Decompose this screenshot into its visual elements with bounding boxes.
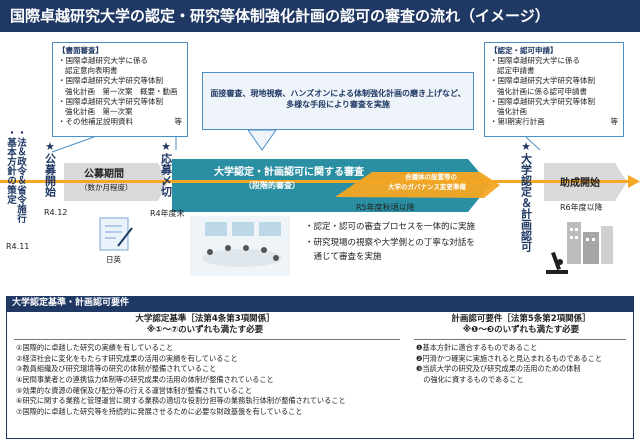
microscope-icon bbox=[546, 251, 568, 274]
left-vertical-line2: ・基本方針の策定 bbox=[4, 128, 16, 204]
nintei-header: 【認定・認可申請】 bbox=[490, 46, 558, 55]
right-criteria-item-2: ❷円滑かつ確実に実施されると見込まれるものであること bbox=[416, 353, 603, 363]
timeline-arrowhead bbox=[628, 175, 640, 188]
left-vertical-label: ・法＆政令＆省令施行 ・基本方針の策定 bbox=[4, 128, 26, 228]
nintei-item-7: ・第Ⅰ期実行計画 bbox=[490, 116, 545, 126]
right-criteria-item-1: ❶基本方針に適合するものであること bbox=[416, 343, 538, 352]
left-criteria-item-4: ④民間事業者との連携協力体制等の研究成果の活用の体制が整備されていること bbox=[16, 374, 274, 384]
shinsa-label: 大学認定・計画認可に関する審査 bbox=[214, 167, 364, 178]
left-divider bbox=[14, 339, 400, 340]
left-criteria-item-2: ②経済社会に変化をもたらす研究成果の活用の実績を有していること bbox=[16, 353, 238, 363]
bullet-3: 通じて審査を実施 bbox=[305, 252, 382, 262]
right-criteria-title: 計画認可要件［法第5条第2項関係］ ※❶～❸のいずれも満たす必要 bbox=[412, 314, 630, 336]
nintei-shinsei-box: 【認定・認可申請】 ・国際卓越研究大学に係る 認定申請書 ・国際卓越研究大学研究… bbox=[484, 42, 624, 137]
left-criteria-item-5: ⑤効果的な資源の確保及び配分等の行える運営体制が整備されていること bbox=[16, 385, 253, 395]
josei-start-label: 助成開始 bbox=[560, 178, 600, 189]
koubo-start-date: R4.12 bbox=[44, 208, 68, 217]
nintei-label: ★大学認定＆計画認可 bbox=[519, 140, 533, 252]
shorui-item-6: 強化計画 第一次案 bbox=[65, 106, 133, 116]
governance-line1: 合議体の設置等の bbox=[405, 173, 457, 181]
shorui-header: 【書面審査】 bbox=[58, 46, 103, 55]
koubo-start-label: ★公募開始 bbox=[43, 140, 57, 197]
left-criteria-item-7: ⑦国際的に卓越した研究等を持続的に発展させるために必要な財政基盤を有していること bbox=[16, 406, 303, 416]
governance-band bbox=[335, 172, 500, 198]
document-icon bbox=[99, 217, 133, 251]
shorui-item-7: ・その他補足説明資料 bbox=[58, 116, 133, 126]
nintei-item-4: 強化計画に係る認可申請書 bbox=[497, 86, 587, 96]
bullet-2: ・研究現場の視察や大学側との丁寧な対話を bbox=[305, 238, 475, 248]
josei-start-date: R6年度以降 bbox=[560, 203, 603, 212]
bullet-1: ・認定・認可の審査プロセスを一体的に実施 bbox=[305, 222, 476, 232]
shinsa-sub: （段階的審査） bbox=[244, 181, 300, 190]
nintei-tail: 等 bbox=[610, 116, 619, 126]
shorui-item-3: ・国際卓越研究大学研究等体制 bbox=[58, 76, 163, 86]
timeline-diagram bbox=[0, 129, 640, 276]
right-criteria-title1: 計画認可要件［法第5条第2項関係］ bbox=[451, 314, 591, 324]
shorui-item-2: 認定意向表明書 bbox=[65, 66, 118, 76]
nintei-item-5: ・国際卓越研究大学研究等体制 bbox=[490, 96, 595, 106]
left-criteria-item-6: ⑥研究に関する業務と管理運営に関する業務の適切な役割分担等の業務執行体制が整備さ… bbox=[16, 396, 346, 406]
oubo-shimekiri-label: ★応募〆切 bbox=[159, 140, 173, 197]
timeline-line bbox=[0, 180, 630, 183]
left-criteria-title1: 大学認定基準［法第4条第3項関係］ bbox=[135, 314, 275, 324]
shorui-tail: 等 bbox=[174, 116, 183, 126]
multi-method-box: 面接審査、現地視察、ハンズオンによる体制強化計画の磨き上げなど、 多様な手段によ… bbox=[202, 72, 474, 130]
requirements-body bbox=[6, 311, 634, 439]
multi-line2: 多様な手段により審査を実施 bbox=[286, 99, 390, 109]
r5-date: R5年度秋頃以降 bbox=[356, 203, 415, 212]
governance-line2: 大学のガバナンス変更準備 bbox=[388, 183, 466, 191]
left-vertical-line1: ・法＆政令＆省令施行 bbox=[14, 128, 26, 223]
university-building-icon bbox=[567, 222, 613, 264]
left-criteria-list: ①国際的に卓越した研究の実績を有していること ②経済社会に変化をもたらす研究成果… bbox=[16, 343, 406, 418]
oubo-shimekiri-date: R4年度末 bbox=[150, 209, 185, 218]
right-divider bbox=[414, 339, 626, 340]
nintei-item-2: 認定申請書 bbox=[497, 66, 535, 76]
left-criteria-title2: ※①～⑦のいずれも満たす必要 bbox=[146, 325, 264, 336]
left-criteria-item-1: ①国際的に卓越した研究の実績を有していること bbox=[16, 343, 174, 352]
right-criteria-item-4: の強化に資するものであること bbox=[416, 374, 524, 384]
left-criteria-title: 大学認定基準［法第4条第3項関係］ ※①～⑦のいずれも満たす必要 bbox=[60, 314, 350, 336]
shorui-item-5: ・国際卓越研究大学研究等体制 bbox=[58, 96, 163, 106]
right-criteria-list: ❶基本方針に適合するものであること ❷円滑かつ確実に実施されると見込まれるもので… bbox=[416, 343, 630, 386]
nintei-item-6: 強化計画 bbox=[497, 106, 527, 116]
nintei-item-1: ・国際卓越研究大学に係る bbox=[490, 56, 580, 66]
requirements-header: 大学認定基準・計画認可要件 bbox=[6, 296, 634, 311]
left-vertical-date: R4.11 bbox=[6, 242, 30, 251]
nintei-item-3: ・国際卓越研究大学研究等体制 bbox=[490, 76, 595, 86]
left-criteria-item-3: ③教員組織及び研究環境等の研究の体制が整備されていること bbox=[16, 364, 217, 374]
right-criteria-title2: ※❶～❸のいずれも満たす必要 bbox=[462, 325, 580, 336]
meeting-illustration-icon bbox=[190, 216, 290, 276]
nikkan-label: 日英 bbox=[106, 255, 121, 264]
koubo-kikan-sub: （数か月程度） bbox=[80, 183, 133, 192]
shorui-item-1: ・国際卓越研究大学に係る bbox=[58, 56, 148, 66]
koubo-kikan-label: 公募期間 bbox=[84, 169, 124, 180]
right-criteria-item-3: ❸当該大学の研究及び研究成果の活用のための体制 bbox=[416, 364, 581, 374]
multi-line1: 面接審査、現地視察、ハンズオンによる体制強化計画の磨き上げなど、 bbox=[210, 89, 466, 98]
shorui-item-4: 強化計画 第一次案 概要・動画 bbox=[65, 86, 178, 96]
shorui-shinsa-box: 【書面審査】 ・国際卓越研究大学に係る 認定意向表明書 ・国際卓越研究大学研究等… bbox=[52, 42, 188, 137]
page-title: 国際卓越研究大学の認定・研究等体制強化計画の認可の審査の流れ（イメージ） bbox=[0, 0, 640, 32]
